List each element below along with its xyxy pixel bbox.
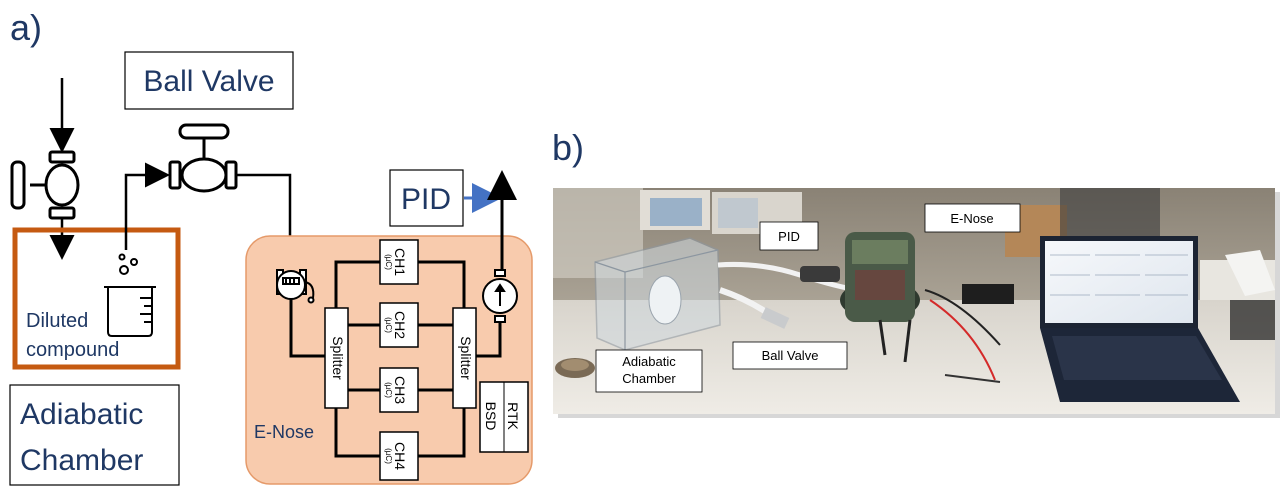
splitter-right-label: Splitter [458,336,474,380]
pump-icon [482,269,518,323]
ch3-sub: (µC) [384,382,393,398]
enose-region [245,235,533,485]
ch2-sub: (µC) [384,317,393,333]
adiabatic-chamber-label-box [9,384,180,486]
ch1-label: CH1 [392,248,408,276]
beaker-icon [104,253,156,337]
callout-chamber: Chamber [622,371,676,386]
enose-label: E-Nose [254,422,314,442]
flowmeter-icon [276,269,315,304]
panel-a-label: a) [10,7,42,48]
callout-enose: E-Nose [950,211,993,226]
pid-label: PID [401,183,451,216]
pid-label-box [389,169,464,227]
beaker-to-valve-line [124,162,170,250]
valve-to-enose-line [236,173,303,263]
callout-pid-box [759,221,819,251]
callout-adiabatic: Adiabatic [622,354,676,369]
ball-valve-label-box [124,51,294,110]
ch4-sub: (µC) [384,448,393,464]
callout-ball-valve-box [732,341,848,370]
ch3-label: CH3 [392,376,408,404]
adiabatic-chamber-box [12,227,181,370]
channel-ch4: CH4 (µC) [379,431,419,481]
ch4-label: CH4 [392,442,408,470]
callout-adiabatic-box [595,349,703,393]
ball-valve-label: Ball Valve [143,65,274,98]
channel-lines [334,260,466,458]
flowmeter-to-splitter-line [289,299,325,358]
chamber-label: Chamber [20,444,143,477]
compound-label: compound [26,339,119,361]
ch2-label: CH2 [392,311,408,339]
splitter-to-pump-line [476,322,502,358]
ball-valve-icon [168,123,238,193]
splitter-left-label: Splitter [330,336,346,380]
callout-ball-valve: Ball Valve [762,348,819,363]
bsd-label: BSD [483,402,499,431]
channel-ch1: CH1 (µC) [379,239,419,285]
rtk-label: RTK [505,402,521,430]
panel-b-label: b) [552,127,584,168]
channel-ch2: CH2 (µC) [379,302,419,348]
callout-pid: PID [778,229,800,244]
callout-enose-box [924,203,1021,233]
adiabatic-label: Adiabatic [20,398,143,431]
lab-photo [553,188,1280,418]
diluted-label: Diluted [26,310,88,332]
ch1-sub: (µC) [384,254,393,270]
channel-ch3: CH3 (µC) [379,367,419,413]
inlet-valve-icon [10,150,80,220]
